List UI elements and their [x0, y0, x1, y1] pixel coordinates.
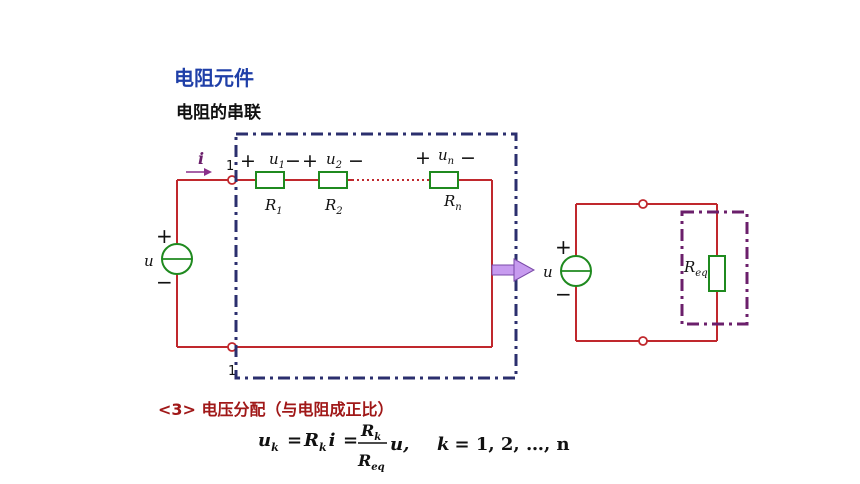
resistor-r1	[255, 171, 285, 189]
rn-voltage-label: un	[438, 146, 454, 167]
r2-minus: −	[348, 150, 364, 172]
formula-u-tail: u,	[390, 434, 409, 455]
resistor-rn	[429, 171, 459, 189]
source-left-plus: +	[156, 224, 173, 248]
r2-voltage-label: u2	[326, 150, 342, 171]
formula-denominator: Req	[357, 451, 385, 473]
equivalence-arrow	[491, 258, 536, 282]
current-arrow-head	[204, 168, 212, 176]
r1-voltage-label: u1	[269, 150, 285, 171]
terminal-top-label: 1	[226, 159, 234, 174]
rn-plus: +	[415, 147, 431, 169]
r1-minus: −	[285, 150, 301, 172]
right-terminal-bottom	[638, 336, 648, 346]
source-right-minus: −	[555, 282, 572, 306]
source-left-minus: −	[156, 270, 173, 294]
r2-plus: +	[302, 150, 318, 172]
formula-eq1: =	[287, 430, 302, 451]
right-terminal-top	[638, 199, 648, 209]
rn-minus: −	[460, 147, 476, 169]
formula-lhs: uk	[258, 430, 279, 454]
resistor-rn-label: Rn	[443, 192, 462, 213]
resistor-r1-label: R1	[264, 196, 283, 217]
formula-eq2: =	[343, 430, 358, 451]
resistor-req	[708, 255, 726, 292]
source-left-label: u	[144, 252, 154, 270]
r1-plus: +	[240, 150, 256, 172]
formula-k-values: k= 1, 2, …, n	[437, 434, 570, 455]
resistor-r2	[318, 171, 348, 189]
resistor-r2-label: R2	[324, 196, 343, 217]
terminal-bottom-label: 1	[228, 364, 236, 379]
source-right-plus: +	[555, 235, 572, 259]
formula-numerator: Rk	[360, 421, 381, 443]
slide-title: 电阻元件	[174, 66, 254, 90]
current-label: i	[198, 149, 204, 168]
dashed-box-left	[234, 132, 518, 380]
section-heading: <3> 电压分配（与电阻成正比）	[158, 400, 394, 419]
dashed-box-right	[680, 210, 749, 326]
slide-subtitle: 电阻的串联	[176, 103, 261, 123]
resistor-req-label: Req	[683, 258, 708, 279]
source-right-label: u	[543, 263, 553, 281]
